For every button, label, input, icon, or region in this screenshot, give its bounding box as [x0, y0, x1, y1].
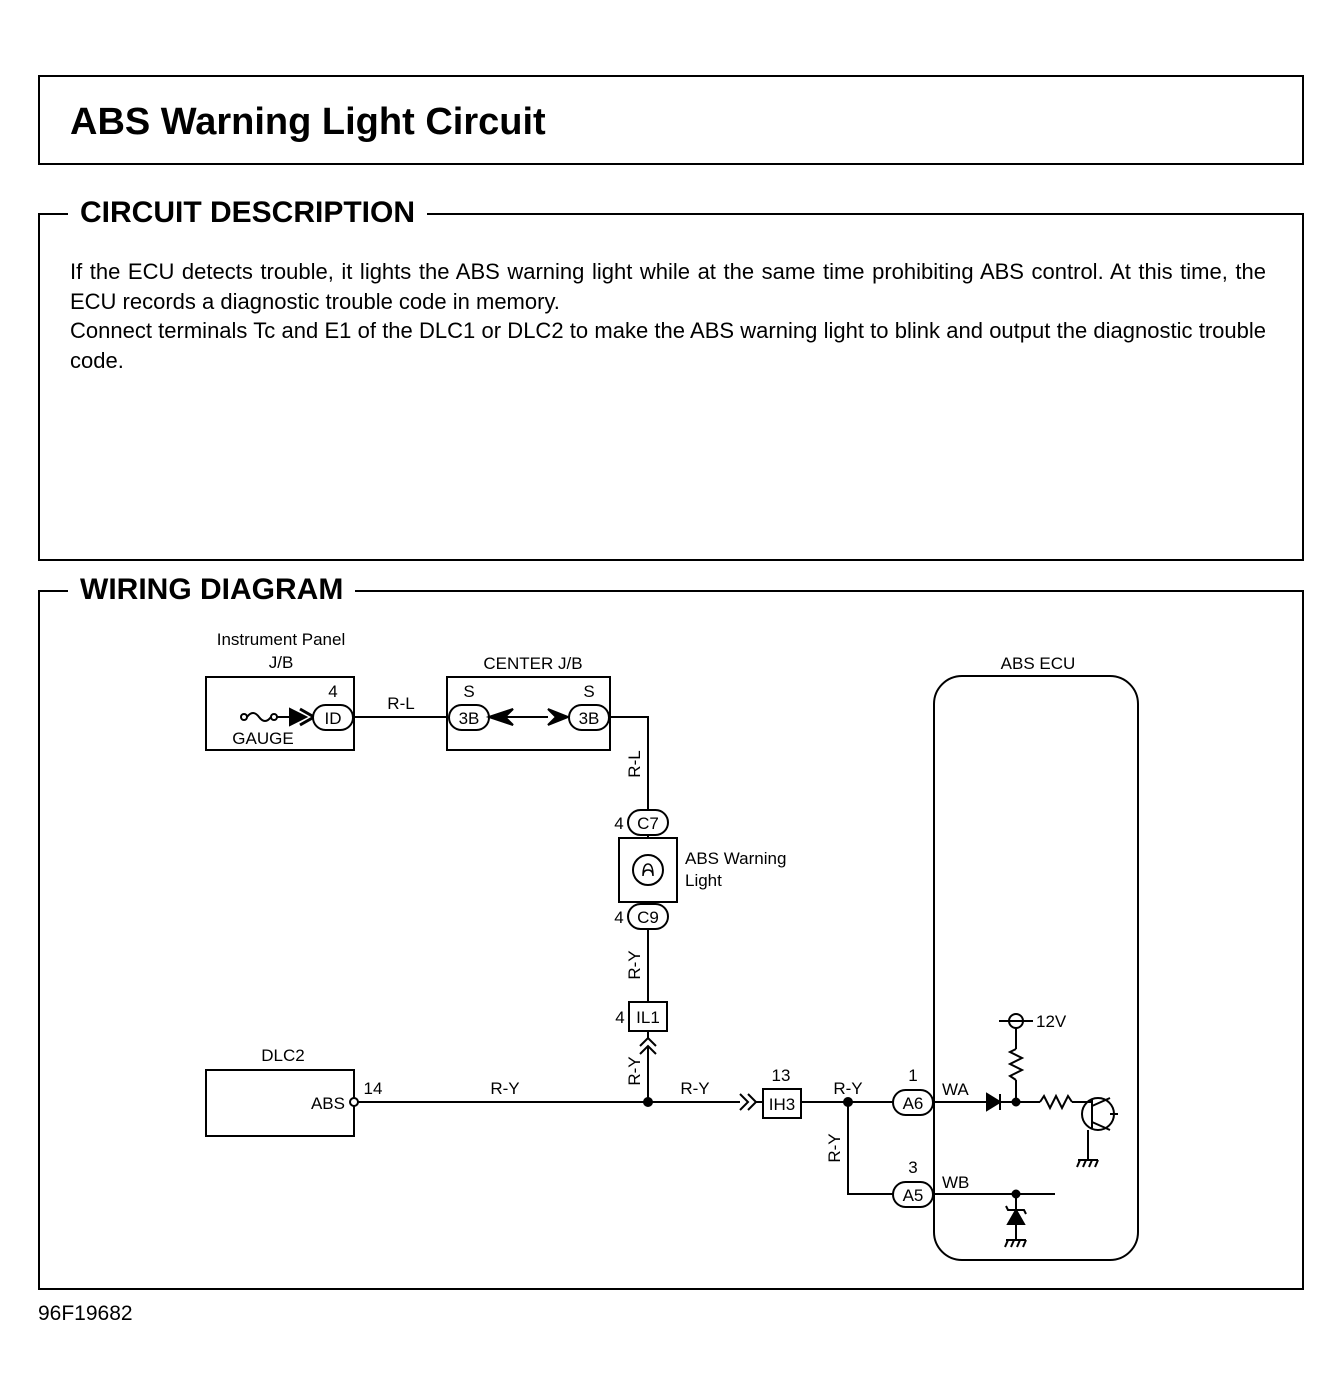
description-paragraph-1: If the ECU detects trouble, it lights th…	[70, 259, 1266, 314]
circuit-description-section: CIRCUIT DESCRIPTION If the ECU detects t…	[38, 195, 1304, 561]
ih3-label: IH3	[769, 1095, 795, 1114]
a5-pin: 3	[908, 1158, 917, 1177]
a6-label: A6	[903, 1094, 924, 1113]
wiring-diagram-section: WIRING DIAGRAM	[38, 572, 1304, 1290]
circuit-description-text: If the ECU detects trouble, it lights th…	[70, 257, 1266, 375]
dlc2-pin: 14	[364, 1079, 383, 1098]
wire-label-r-y-dlc: R-Y	[490, 1079, 519, 1098]
wb-label: WB	[942, 1173, 969, 1192]
title-box: ABS Warning Light Circuit	[38, 75, 1304, 165]
wiring-diagram-heading: WIRING DIAGRAM	[68, 572, 356, 608]
wire-label-r-l-vertical: R-L	[625, 750, 644, 777]
abs-ecu-box	[933, 675, 1139, 1261]
c7-pin: 4	[614, 814, 623, 833]
c7-label: C7	[637, 814, 659, 833]
wire-label-r-y-lower: R-Y	[625, 1056, 644, 1085]
instrument-panel-jb-label: J/B	[269, 653, 294, 672]
dlc2-label: DLC2	[261, 1046, 304, 1065]
wire-r-y-branch	[847, 1102, 893, 1195]
id-connector-label: ID	[325, 709, 342, 728]
bulb-icon	[632, 854, 664, 886]
c9-label: C9	[637, 908, 659, 927]
supply-voltage-label: 12V	[1036, 1012, 1067, 1031]
wire-label-r-y-to-ecu: R-Y	[833, 1079, 862, 1098]
center-jb	[446, 676, 611, 751]
center-jb-left-connector: 3B	[459, 709, 480, 728]
instrument-panel-label: Instrument Panel	[217, 630, 346, 649]
c9-pin: 4	[614, 908, 623, 927]
wire-label-r-y-to-ih3: R-Y	[680, 1079, 709, 1098]
figure-code: 96F19682	[38, 1302, 133, 1325]
wire-r-l-vertical	[609, 716, 649, 810]
wa-label: WA	[942, 1080, 969, 1099]
id-pin: 4	[328, 682, 337, 701]
zener-diode-icon	[1006, 1207, 1026, 1225]
fuse-icon	[240, 713, 248, 721]
circuit-description-heading: CIRCUIT DESCRIPTION	[68, 195, 428, 231]
a5-label: A5	[903, 1186, 924, 1205]
ih3-pin: 13	[772, 1066, 791, 1085]
gauge-label: GAUGE	[232, 729, 293, 748]
center-jb-right-connector: 3B	[579, 709, 600, 728]
center-jb-left-pin: S	[463, 682, 474, 701]
junction-ih3	[762, 1088, 802, 1119]
abs-warning-light-label-1: ABS Warning	[685, 849, 786, 868]
abs-warning-light-label-2: Light	[685, 871, 722, 890]
page-title: ABS Warning Light Circuit	[70, 101, 546, 143]
il1-pin: 4	[615, 1008, 624, 1027]
diode-icon	[986, 1092, 1002, 1112]
description-paragraph-2: Connect terminals Tc and E1 of the DLC1 …	[70, 318, 1266, 373]
dlc2-terminal	[349, 1097, 359, 1107]
splice-point-1	[643, 1097, 653, 1107]
instrument-panel-jb	[205, 676, 355, 751]
abs-ecu-label: ABS ECU	[1001, 654, 1076, 673]
wire-label-r-l-horizontal: R-L	[387, 694, 414, 713]
center-jb-right-pin: S	[583, 682, 594, 701]
il1-label: IL1	[636, 1008, 660, 1027]
wire-label-r-y-upper: R-Y	[625, 950, 644, 979]
dlc2-terminal-label: ABS	[311, 1094, 345, 1113]
a6-pin: 1	[908, 1066, 917, 1085]
resistor-icon	[1007, 1048, 1025, 1081]
wire-label-r-y-branch: R-Y	[825, 1133, 844, 1162]
center-jb-label: CENTER J/B	[483, 654, 582, 673]
